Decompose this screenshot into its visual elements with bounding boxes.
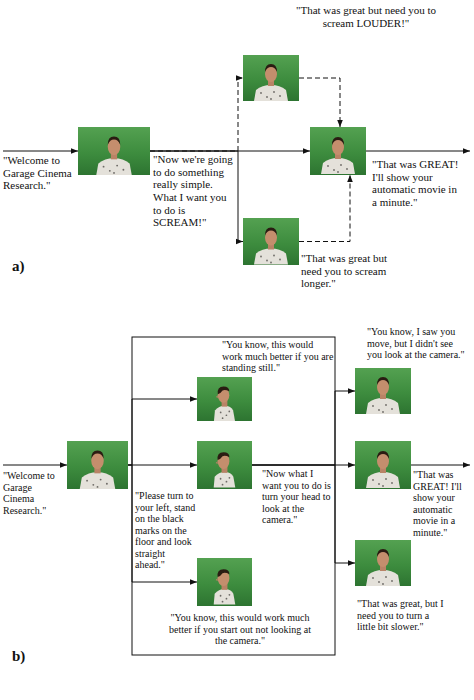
actor-figure — [355, 368, 411, 414]
video-frame: "That was GREAT! I'll show your automati… — [355, 441, 411, 489]
actor-figure — [243, 218, 299, 265]
speech-text: "Now we're going to do something really … — [153, 153, 233, 229]
actor-figure — [355, 540, 411, 586]
feedback-loop — [132, 337, 335, 655]
speech-text: "You know, I saw you move, but I didn't … — [367, 326, 467, 361]
video-frame: "You know, I saw you move, but I didn't … — [355, 368, 411, 414]
actor-figure — [197, 441, 252, 489]
video-frame: "You know, this would work much better i… — [197, 377, 252, 421]
actor-figure — [355, 441, 411, 489]
flow-arrow — [299, 78, 340, 127]
video-frame: "Welcome to Garage Cinema Research.""Now… — [78, 127, 150, 175]
speech-text: "That was GREAT! I'll show your automati… — [413, 469, 471, 538]
actor-figure — [197, 558, 252, 606]
panel-label: b) — [12, 648, 25, 665]
flow-arrow — [252, 465, 355, 563]
video-frame: "That was GREAT! I'll show your automati… — [310, 127, 366, 175]
video-frame: "Now what I want you to do is turn your … — [197, 441, 252, 489]
video-frame: "Welcome to Garage Cinema Research.""Ple… — [67, 441, 128, 489]
speech-text: "That was GREAT! I'll show your automati… — [372, 158, 460, 209]
flow-arrow — [150, 151, 243, 242]
flow-arrow — [252, 391, 355, 465]
actor-figure — [67, 441, 128, 489]
actor-figure — [197, 377, 252, 421]
panel-label: a) — [12, 258, 25, 275]
actor-figure — [78, 127, 150, 175]
video-frame: "You know, this would work much better i… — [197, 558, 252, 606]
video-frame: "That was great but need you to scream l… — [243, 218, 299, 265]
flow-arrow — [128, 399, 197, 465]
speech-text: "You know, this would work much better i… — [165, 612, 315, 647]
actor-figure — [310, 127, 366, 175]
entry-arrow — [3, 151, 78, 152]
entry-arrow — [3, 465, 67, 466]
flow-arrow — [128, 465, 197, 582]
speech-text: "You know, this would work much better i… — [222, 339, 334, 374]
speech-text: "Welcome to Garage Cinema Research." — [3, 154, 73, 192]
video-frame: "That was great but need you to scream L… — [243, 55, 299, 101]
speech-text: "Welcome to Garage Cinema Research." — [3, 470, 65, 516]
speech-text: "That was great, but I need you to turn … — [357, 598, 447, 633]
actor-figure — [243, 55, 299, 101]
video-frame: "That was great, but I need you to turn … — [355, 540, 411, 586]
exit-arrow — [366, 151, 470, 152]
exit-arrow — [411, 465, 470, 466]
speech-text: "Please turn to your left, stand on the … — [135, 490, 197, 571]
speech-text: "That was great but need you to scream l… — [301, 252, 393, 290]
speech-text: "That was great but need you to scream L… — [280, 4, 452, 29]
flow-arrow — [128, 465, 197, 466]
speech-text: "Now what I want you to do is turn your … — [262, 468, 332, 526]
flow-arrow — [299, 175, 350, 242]
flow-arrow — [150, 78, 243, 151]
